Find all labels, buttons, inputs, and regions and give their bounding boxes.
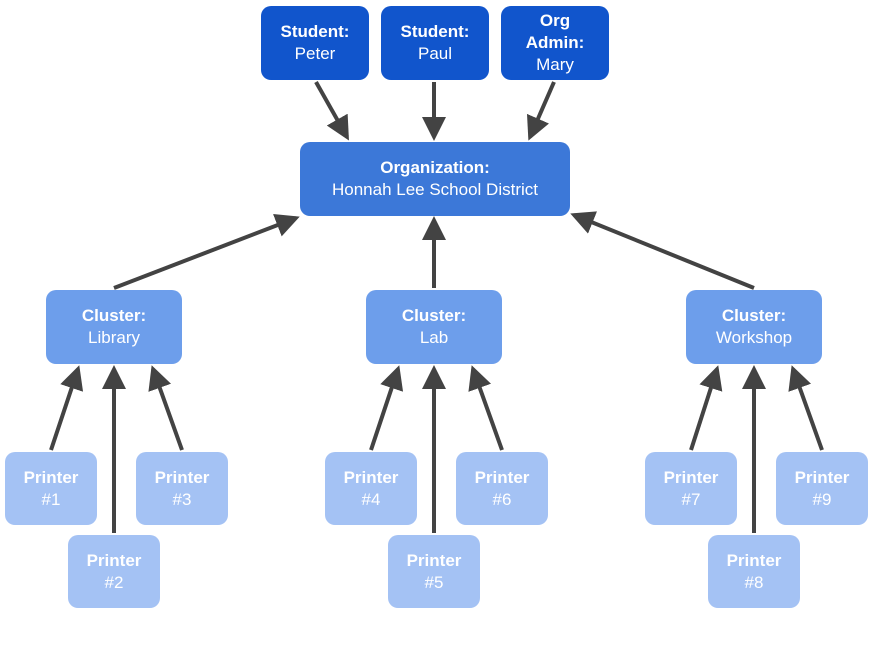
printer-number: #3 bbox=[172, 489, 192, 509]
printer-number: #4 bbox=[361, 489, 381, 509]
printer-label: Printer bbox=[86, 550, 142, 570]
printer-node-6: Printer #6 bbox=[456, 452, 548, 525]
user-node-paul: Student: Paul bbox=[381, 6, 489, 80]
printer-node-9: Printer #9 bbox=[776, 452, 868, 525]
printer-label: Printer bbox=[726, 550, 782, 570]
printer-node-7: Printer #7 bbox=[645, 452, 737, 525]
printer-label: Printer bbox=[794, 467, 850, 487]
printer-label: Printer bbox=[663, 467, 719, 487]
cluster-node-library: Cluster: Library bbox=[46, 290, 182, 364]
arrow-mary-to-org bbox=[527, 81, 556, 141]
user-role: Student: bbox=[400, 22, 470, 41]
arrow-library-to-org bbox=[113, 213, 300, 290]
arrow-printer9-to-workshop bbox=[788, 365, 824, 451]
user-role: Org Admin: bbox=[525, 11, 585, 52]
printer-number: #1 bbox=[41, 489, 61, 509]
arrow-printer4-to-lab bbox=[369, 365, 404, 451]
printer-number: #5 bbox=[424, 572, 444, 592]
organization-name: Honnah Lee School District bbox=[331, 180, 538, 199]
arrow-peter-to-org bbox=[314, 81, 349, 141]
printer-number: #6 bbox=[492, 489, 512, 509]
printer-label: Printer bbox=[406, 550, 462, 570]
user-role: Student: bbox=[280, 22, 350, 41]
cluster-label: Cluster: bbox=[721, 306, 787, 325]
arrow-workshop-to-org bbox=[570, 211, 755, 290]
arrow-printer7-to-workshop bbox=[689, 365, 723, 451]
user-name: Paul bbox=[417, 44, 453, 63]
cluster-node-lab: Cluster: Lab bbox=[366, 290, 502, 364]
user-name: Mary bbox=[536, 55, 574, 74]
printer-label: Printer bbox=[343, 467, 399, 487]
printer-label: Printer bbox=[154, 467, 210, 487]
printer-node-3: Printer #3 bbox=[136, 452, 228, 525]
cluster-label: Cluster: bbox=[81, 306, 147, 325]
printer-node-4: Printer #4 bbox=[325, 452, 417, 525]
user-name: Peter bbox=[294, 44, 336, 63]
cluster-name: Library bbox=[88, 328, 140, 347]
user-node-peter: Student: Peter bbox=[261, 6, 369, 80]
organization-label: Organization: bbox=[380, 158, 490, 177]
printer-number: #7 bbox=[681, 489, 701, 509]
cluster-name: Workshop bbox=[715, 328, 793, 347]
printer-label: Printer bbox=[474, 467, 530, 487]
printer-node-1: Printer #1 bbox=[5, 452, 97, 525]
printer-node-5: Printer #5 bbox=[388, 535, 480, 608]
printer-node-8: Printer #8 bbox=[708, 535, 800, 608]
printer-label: Printer bbox=[23, 467, 79, 487]
cluster-label: Cluster: bbox=[401, 306, 467, 325]
arrow-printer6-to-lab bbox=[468, 365, 504, 451]
user-node-mary: Org Admin: Mary bbox=[501, 6, 609, 80]
printer-number: #8 bbox=[744, 572, 764, 592]
cluster-name: Lab bbox=[419, 328, 449, 347]
organization-node: Organization: Honnah Lee School District bbox=[300, 142, 570, 216]
printer-number: #2 bbox=[104, 572, 124, 592]
arrow-printer1-to-library bbox=[49, 365, 84, 451]
cluster-node-workshop: Cluster: Workshop bbox=[686, 290, 822, 364]
arrow-printer3-to-library bbox=[148, 365, 184, 451]
printer-number: #9 bbox=[812, 489, 832, 509]
printer-node-2: Printer #2 bbox=[68, 535, 160, 608]
